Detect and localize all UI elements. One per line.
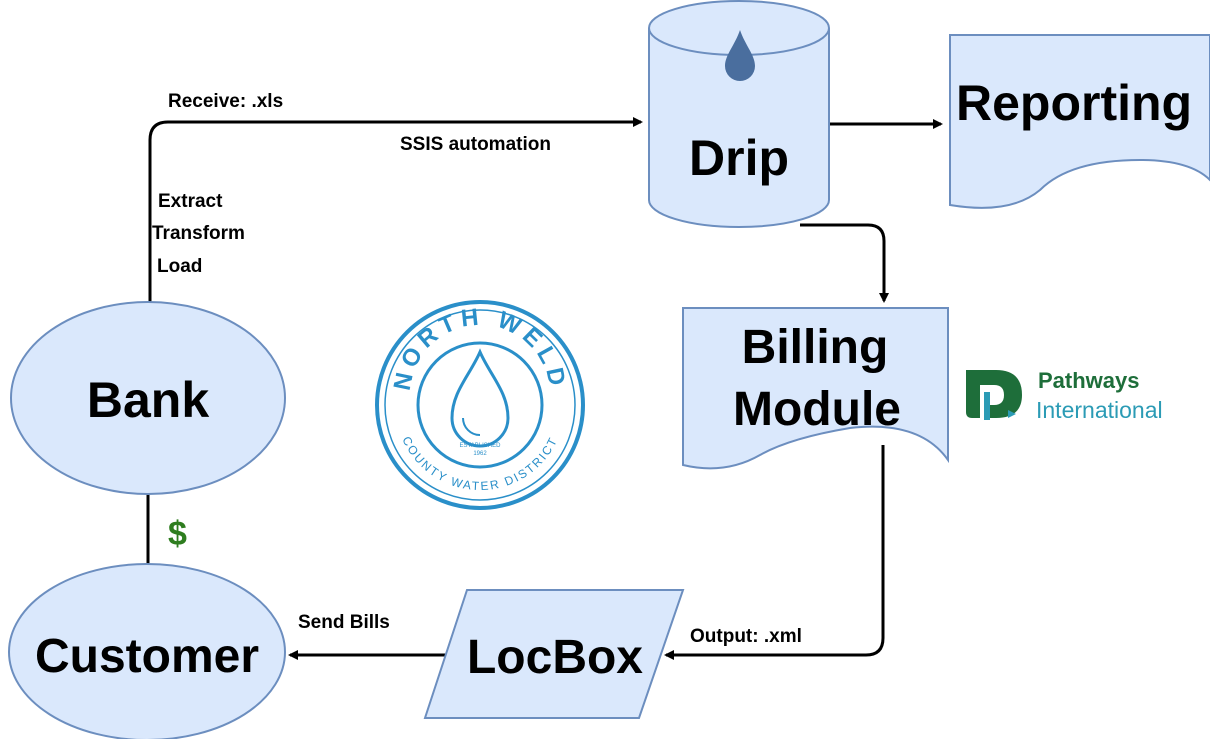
north-weld-drop-icon — [450, 348, 510, 448]
north-weld-logo: NORTH WELD COUNTY WATER DISTRICT ESTABLI… — [375, 300, 585, 510]
load-label: Load — [157, 256, 202, 277]
billing-module-node[interactable]: Billing Module — [682, 307, 949, 470]
pathways-logo: Pathways International — [966, 368, 1163, 423]
bank-label: Bank — [87, 372, 209, 428]
edge-drip-to-billing — [800, 223, 889, 303]
drip-label: Drip — [689, 130, 789, 186]
send-bills-label: Send Bills — [298, 612, 390, 633]
pathways-mark-icon — [966, 370, 1022, 420]
payment-dollar-label: $ — [168, 515, 187, 553]
north-weld-established: ESTABLISHED — [460, 443, 502, 449]
north-weld-year: 1962 — [473, 451, 487, 457]
locbox-node[interactable]: LocBox — [423, 589, 685, 719]
drip-node[interactable]: Drip — [648, 0, 830, 228]
transform-label: Transform — [152, 223, 245, 244]
extract-label: Extract — [158, 191, 223, 212]
pathways-line2: International — [1036, 397, 1163, 423]
bank-node[interactable]: Bank — [10, 301, 286, 495]
receive-label: Receive: .xls — [168, 91, 283, 112]
locbox-label: LocBox — [467, 631, 643, 684]
ssis-label: SSIS automation — [400, 134, 551, 155]
billing-label-line2: Module — [733, 383, 901, 436]
reporting-node[interactable]: Reporting — [949, 34, 1210, 209]
pathways-line1: Pathways — [1038, 368, 1140, 393]
customer-label: Customer — [35, 630, 259, 683]
reporting-label: Reporting — [956, 75, 1192, 131]
output-label: Output: .xml — [690, 626, 802, 647]
water-drop-icon — [725, 30, 755, 81]
edge-billing-to-locbox — [664, 445, 885, 660]
edge-bank-to-drip — [148, 117, 643, 305]
billing-label-line1: Billing — [742, 321, 889, 374]
customer-node[interactable]: Customer — [8, 563, 286, 739]
